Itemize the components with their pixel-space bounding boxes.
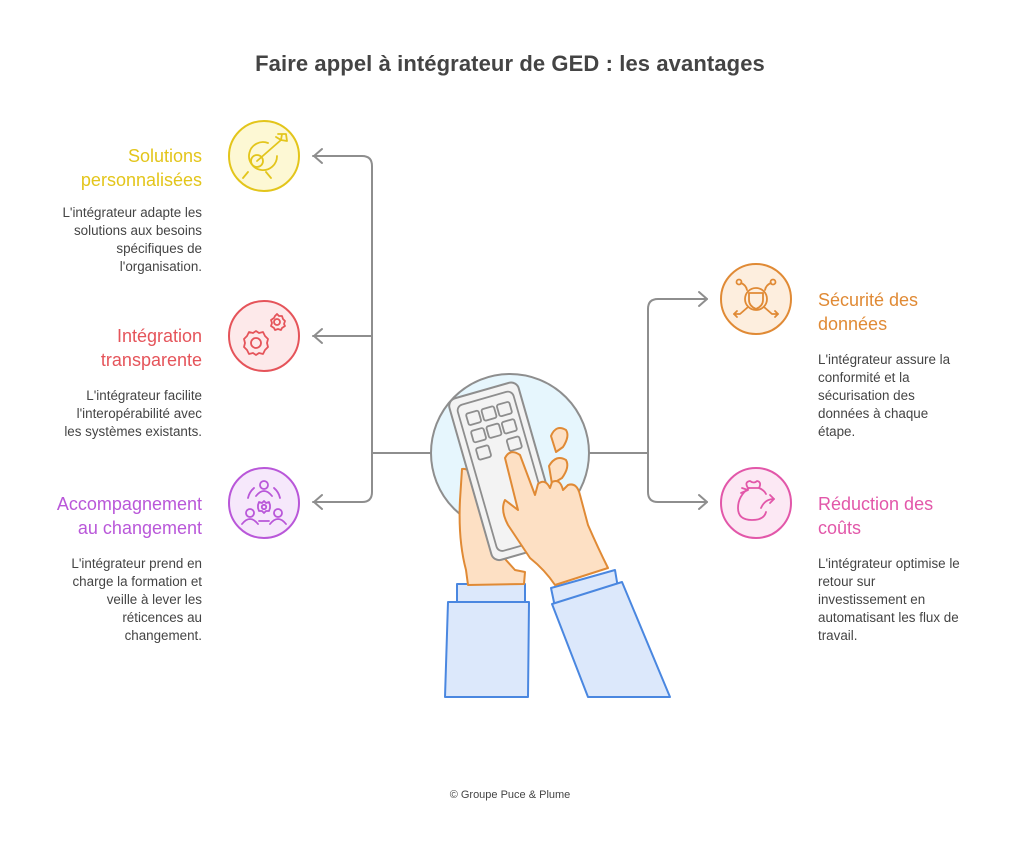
desc-line: spécifiques de (116, 241, 202, 256)
desc-line: L'intégrateur facilite (86, 388, 202, 403)
heading-solutions-personnalisees: Solutions personnalisées (81, 144, 202, 192)
desc-line: les systèmes existants. (64, 424, 202, 439)
desc-line: données à chaque (818, 406, 929, 421)
desc-line: investissement en (818, 592, 926, 607)
desc-accompagnement: L'intégrateur prend en charge la formati… (71, 555, 202, 645)
desc-line: retour sur (818, 574, 876, 589)
heading-accompagnement: Accompagnement au changement (57, 492, 202, 540)
desc-line: L'intégrateur adapte les (62, 205, 202, 220)
desc-line: L'intégrateur prend en (71, 556, 202, 571)
desc-line: L'intégrateur optimise le (818, 556, 960, 571)
heading-reduction-couts: Réduction des coûts (818, 492, 933, 540)
heading-line: Solutions (127, 146, 202, 166)
page-title: Faire appel à intégrateur de GED : les a… (255, 51, 765, 76)
heading-line: Intégration (116, 326, 202, 346)
right-connectors (587, 291, 708, 510)
desc-integration-transparente: L'intégrateur facilite l'interopérabilit… (64, 387, 202, 441)
desc-line: veille à lever les (106, 592, 202, 607)
desc-line: sécurisation des (818, 388, 915, 403)
desc-line: conformité et la (818, 370, 910, 385)
shield-network-icon (720, 263, 792, 335)
heading-line: transparente (100, 350, 202, 370)
desc-line: étape. (818, 424, 856, 439)
desc-line: l'interopérabilité avec (76, 406, 202, 421)
desc-solutions-personnalisees: L'intégrateur adapte les solutions aux b… (62, 204, 202, 276)
heading-line: coûts (818, 518, 862, 538)
desc-line: charge la formation et (72, 574, 202, 589)
heading-securite-donnees: Sécurité des données (818, 288, 918, 336)
desc-line: L'intégrateur assure la (818, 352, 951, 367)
desc-line: travail. (818, 628, 858, 643)
desc-line: solutions aux besoins (73, 223, 202, 238)
target-arrow-icon (228, 120, 300, 192)
heading-line: Sécurité des (818, 290, 919, 310)
desc-line: changement. (124, 628, 202, 643)
hands-holding-phone-illustration (430, 373, 671, 698)
gears-icon (228, 300, 300, 372)
heading-line: Accompagnement (56, 494, 202, 514)
team-gear-icon (228, 467, 300, 539)
copyright-footer: © Groupe Puce & Plume (449, 789, 571, 801)
heading-line: au changement (77, 518, 202, 538)
heading-integration-transparente: Intégration transparente (101, 324, 202, 372)
desc-line: réticences au (122, 610, 202, 625)
desc-line: automatisant les flux de (818, 610, 959, 625)
money-bag-arrow-icon (720, 467, 792, 539)
heading-line: données (818, 314, 888, 334)
heading-line: personnalisées (80, 170, 202, 190)
left-connectors (312, 148, 433, 510)
desc-reduction-couts: L'intégrateur optimise le retour sur inv… (818, 555, 960, 645)
desc-line: l'organisation. (119, 259, 202, 274)
heading-line: Réduction des (818, 494, 934, 514)
desc-securite-donnees: L'intégrateur assure la conformité et la… (818, 351, 950, 441)
